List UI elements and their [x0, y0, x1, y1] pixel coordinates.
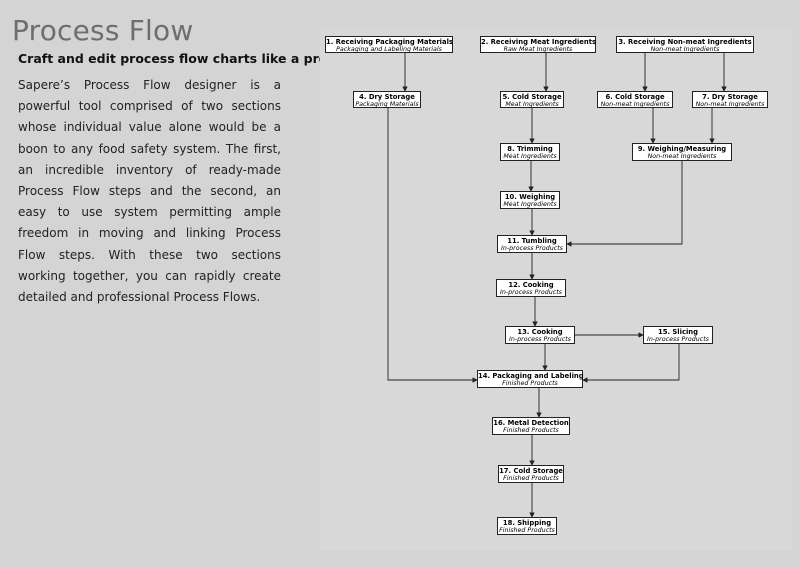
- flow-step-category: Finished Products: [503, 427, 559, 434]
- flow-step-category: Non-meat Ingredients: [695, 101, 765, 108]
- flow-step-title: 18. Shipping: [502, 519, 552, 527]
- flow-step-category: Meat Ingredients: [505, 101, 559, 108]
- flow-step-title: 9. Weighing/Measuring: [637, 145, 727, 153]
- flow-step-title: 6. Cold Storage: [605, 93, 665, 101]
- flow-step-category: Meat Ingredients: [503, 201, 557, 208]
- flow-step-category: Non-meat Ingredients: [647, 153, 717, 160]
- flow-step-category: Raw Meat Ingredients: [503, 46, 573, 53]
- connector-4-to-14: [387, 108, 478, 383]
- flow-step-title: 2. Receiving Meat Ingredients: [481, 38, 597, 46]
- flow-step-title: 13. Cooking: [517, 328, 563, 336]
- flow-step-category: Meat Ingredients: [503, 153, 557, 160]
- flow-step-category: Packaging Materials: [355, 101, 419, 108]
- flow-step-title: 4. Dry Storage: [359, 93, 415, 101]
- flow-step-category: Non-meat Ingredients: [600, 101, 670, 108]
- page-title: Process Flow: [12, 14, 194, 47]
- flow-step-title: 8. Trimming: [507, 145, 553, 153]
- flow-step-category: In-process Products: [501, 245, 563, 252]
- flow-step-title: 3. Receiving Non-meat Ingredients: [618, 38, 752, 46]
- flow-step-title: 12. Cooking: [508, 281, 554, 289]
- flow-step-title: 7. Dry Storage: [702, 93, 758, 101]
- flow-step-category: Finished Products: [499, 527, 555, 534]
- flow-step-title: 1. Receiving Packaging Materials: [326, 38, 453, 46]
- flow-step-category: Non-meat Ingredients: [650, 46, 720, 53]
- flow-step-category: Finished Products: [502, 380, 558, 387]
- flow-step-title: 10. Weighing: [504, 193, 556, 201]
- flow-step-title: 16. Metal Detection: [493, 419, 569, 427]
- flow-step-category: In-process Products: [509, 336, 571, 343]
- flow-step-title: 17. Cold Storage: [499, 467, 563, 475]
- flow-step-category: Packaging and Labeling Materials: [336, 46, 442, 53]
- flow-step-title: 14. Packaging and Labeling: [478, 372, 584, 380]
- description-text: Sapere’s Process Flow designer is a powe…: [18, 78, 281, 305]
- flow-step-title: 11. Tumbling: [507, 237, 557, 245]
- page-subtitle: Craft and edit process flow charts like …: [18, 51, 328, 66]
- flow-connectors: [387, 53, 727, 518]
- connector-9-to-11: [566, 161, 683, 247]
- flow-step-title: 15. Slicing: [657, 328, 699, 336]
- flow-step-title: 5. Cold Storage: [502, 93, 562, 101]
- flow-step-category: Finished Products: [503, 475, 559, 482]
- connector-15-to-14: [582, 344, 680, 383]
- flow-step-category: In-process Products: [647, 336, 709, 343]
- flow-step-category: In-process Products: [500, 289, 562, 296]
